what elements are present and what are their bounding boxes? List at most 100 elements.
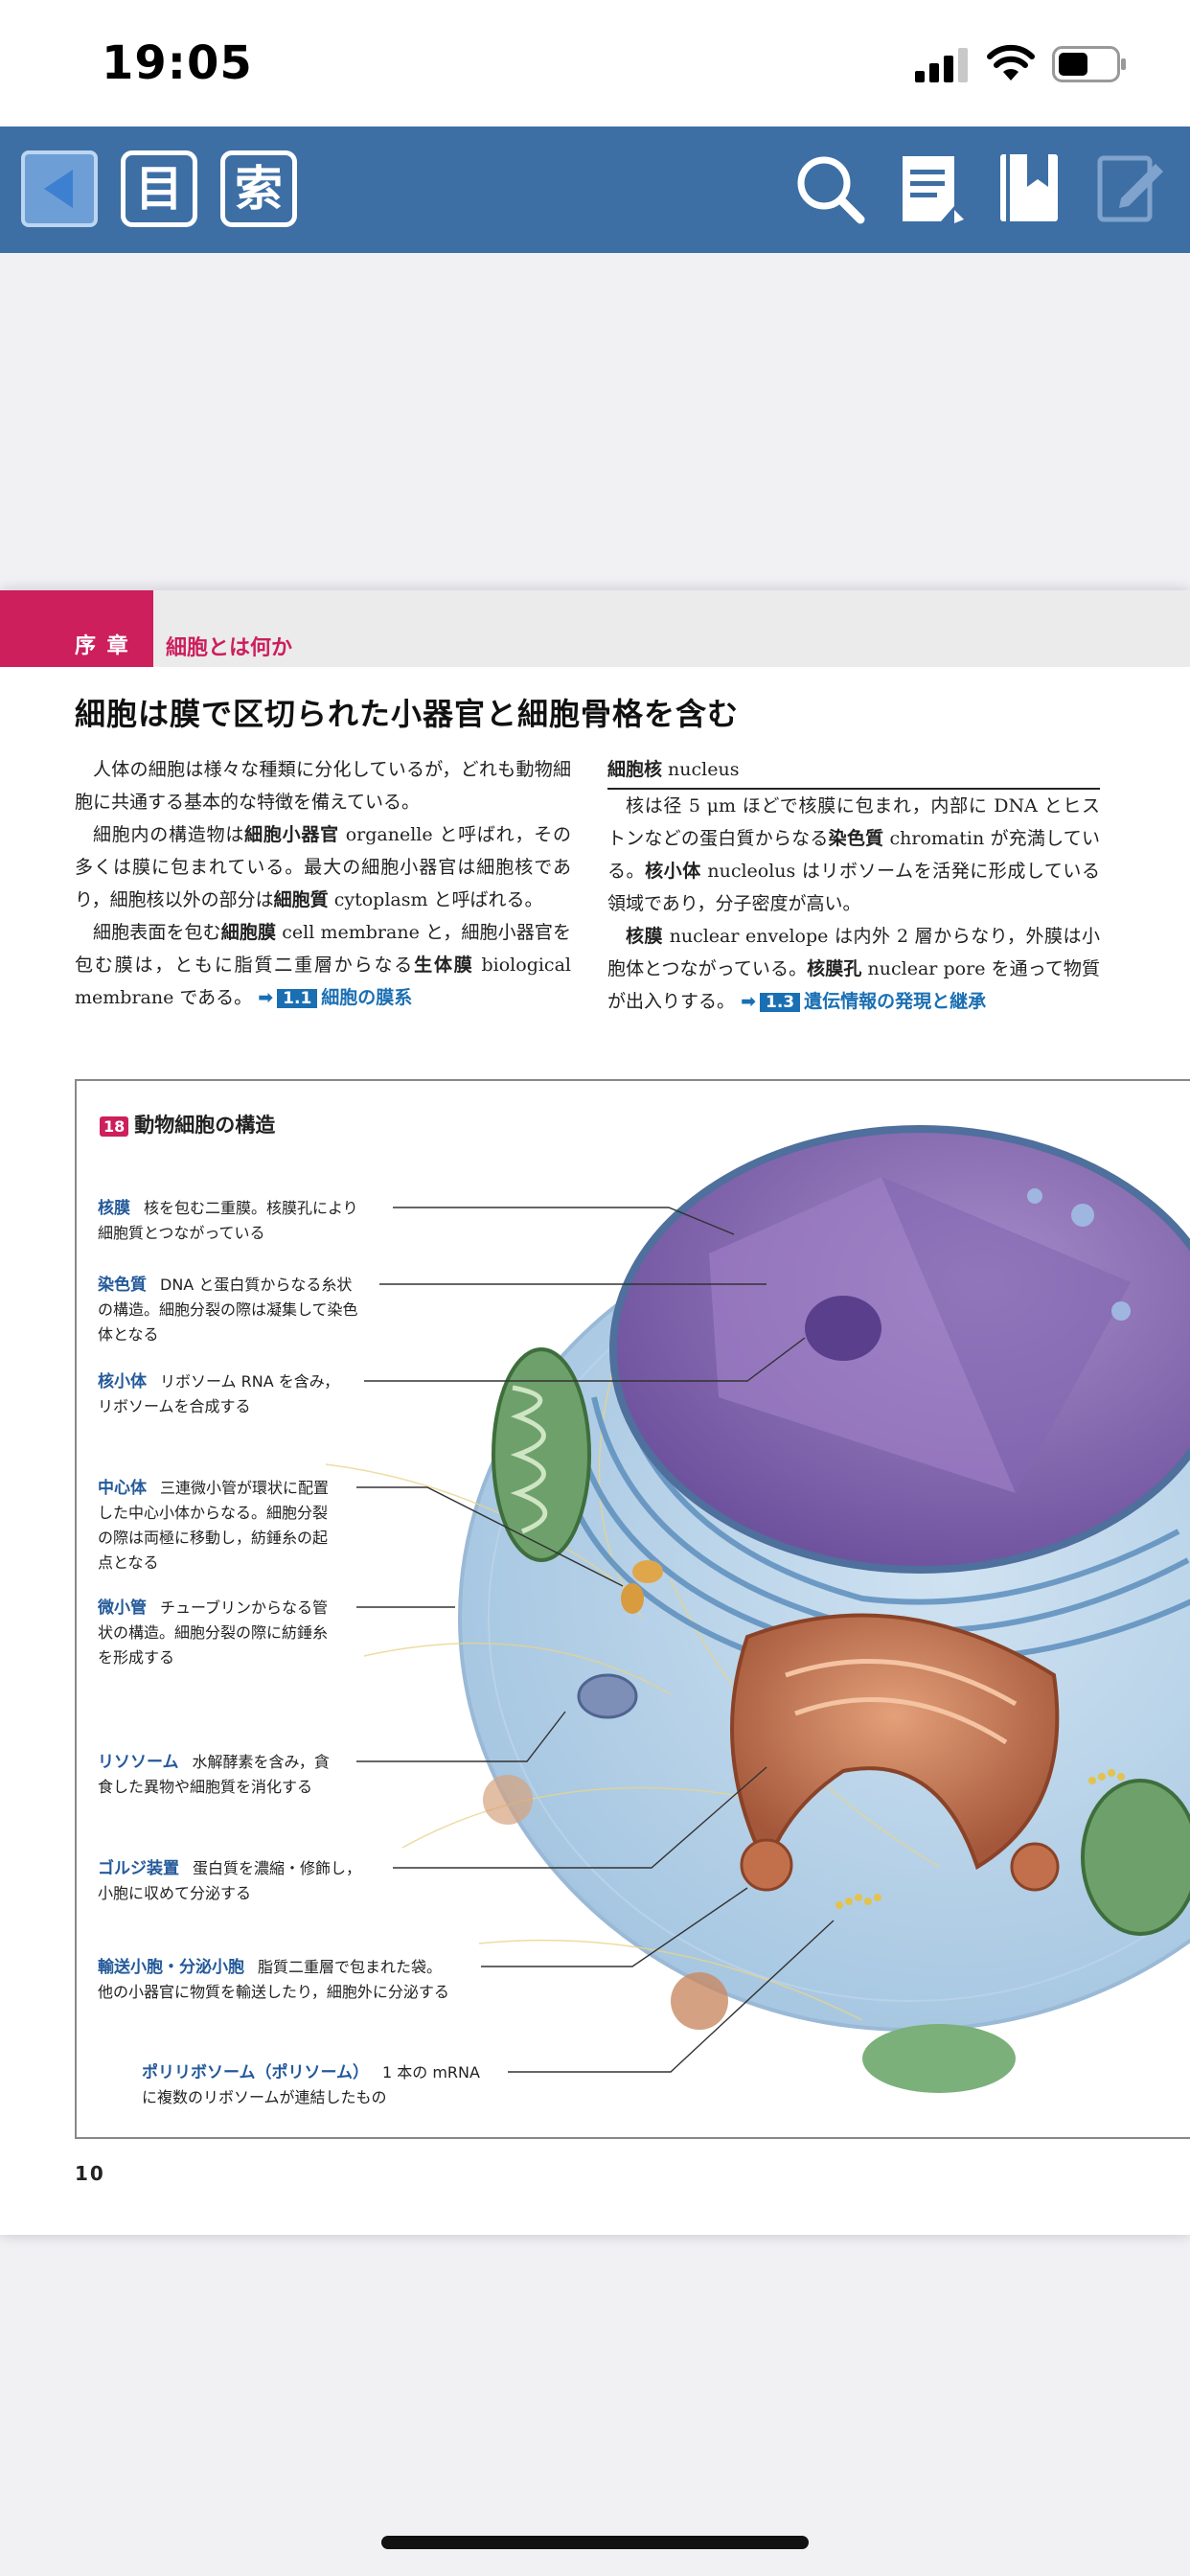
callout-text: 細胞質とつながっている <box>98 1224 265 1242</box>
chapter-label: 序 章 <box>75 634 130 658</box>
annotate-icon[interactable] <box>1092 150 1169 227</box>
callout-text: 他の小器官に物質を輸送したり，細胞外に分泌する <box>98 1983 449 2001</box>
callout-text: 脂質二重層で包まれた袋。 <box>258 1958 443 1976</box>
callout-text: 点となる <box>98 1553 159 1572</box>
index-label: 索 <box>235 161 283 217</box>
cellular-signal-icon <box>915 48 968 82</box>
callout-text: 小胞に収めて分泌する <box>98 1884 252 1902</box>
callout-nuclear-envelope: 核膜核を包む二重膜。核膜孔により細胞質とつながっている <box>98 1196 385 1246</box>
xref-text: 細胞の膜系 <box>321 987 413 1008</box>
text: cytoplasm と呼ばれる。 <box>328 889 543 910</box>
section-heading: 細胞は膜で区切られた小器官と細胞骨格を含む <box>75 696 740 732</box>
callout-text: 蛋白質を濃縮・修飾し， <box>193 1859 362 1877</box>
callout-term: 核膜 <box>98 1199 130 1218</box>
page-number: 10 <box>75 2162 105 2185</box>
callout-text: した中心小体からなる。細胞分裂 <box>98 1504 329 1522</box>
text: organelle と呼ばれ，その多くは膜に包まれている。最大の細胞小器官は細胞… <box>75 824 571 910</box>
callout-text: の構造。細胞分裂の際は凝集して染色 <box>98 1300 358 1319</box>
callout-lysosome: リソソーム水解酵素を含み，貪食した異物や細胞質を消化する <box>98 1750 385 1800</box>
term-organelle: 細胞小器官 <box>244 824 339 845</box>
xref-number: 1.1 <box>277 989 318 1008</box>
callout-text: に複数のリボソームが連結したもの <box>142 2088 387 2106</box>
callout-leader-lines <box>356 1207 835 2073</box>
subhead-jp: 細胞核 <box>607 759 663 780</box>
left-column: 人体の細胞は様々な種類に分化しているが，どれも動物細胞に共通する基本的な特徴を備… <box>75 753 571 1015</box>
battery-icon <box>1052 46 1126 82</box>
callout-term: 染色質 <box>98 1276 147 1295</box>
status-bar: 19:05 <box>0 0 1190 126</box>
callout-golgi: ゴルジ装置蛋白質を濃縮・修飾し， 小胞に収めて分泌する <box>98 1856 404 1906</box>
callout-text: DNA と蛋白質からなる糸状 <box>160 1276 353 1294</box>
subheading-nucleus: 細胞核 nucleus <box>607 753 1100 790</box>
golgi-apparatus-shape <box>730 1613 1060 1873</box>
text: cell membrane と，細胞小器官を包む膜は，ともに脂質二重層からなる <box>75 922 571 976</box>
callout-vesicles: 輸送小胞・分泌小胞脂質二重層で包まれた袋。他の小器官に物質を輸送したり，細胞外に… <box>98 1955 500 2005</box>
mitochondrion-shape <box>492 1347 591 1562</box>
reader-toolbar: 目 索 <box>0 126 1190 253</box>
callout-term: 輸送小胞・分泌小胞 <box>98 1958 244 1977</box>
back-button[interactable] <box>21 150 98 227</box>
term-nucleolus: 核小体 <box>645 861 701 882</box>
callout-nucleolus: 核小体リボソーム RNA を含み，リボソームを合成する <box>98 1369 385 1419</box>
toc-icon: 目 <box>135 161 183 217</box>
nucleolus-shape <box>805 1296 881 1361</box>
subhead-en: nucleus <box>662 759 740 780</box>
callout-term: ゴルジ装置 <box>98 1859 179 1878</box>
bookmark-icon[interactable] <box>993 150 1069 227</box>
figure-title-text: 動物細胞の構造 <box>134 1114 276 1137</box>
callout-text: チューブリンからなる管 <box>160 1598 329 1617</box>
back-triangle-icon <box>44 170 73 208</box>
text: biological membrane である。 <box>75 954 571 1008</box>
chapter-tab: 序 章 <box>0 590 153 667</box>
paragraph-nucleus-2: 核膜 nuclear envelope は内外 2 層からなり，外膜は小胞体とつ… <box>607 920 1100 1019</box>
chapter-header: 序 章 細胞とは何か <box>0 590 1190 667</box>
callout-text: 体となる <box>98 1325 159 1344</box>
toc-label: 目 <box>135 161 183 217</box>
paragraph-3: 細胞表面を包む細胞膜 cell membrane と，細胞小器官を包む膜は，とも… <box>75 916 571 1015</box>
wifi-icon <box>987 44 1035 80</box>
paragraph-1: 人体の細胞は様々な種類に分化しているが，どれも動物細胞に共通する基本的な特徴を備… <box>75 759 571 813</box>
paragraph-2: 細胞内の構造物は細胞小器官 organelle と呼ばれ，その多くは膜に包まれて… <box>75 818 571 916</box>
term-biological-membrane: 生体膜 <box>414 954 474 976</box>
callout-text: リボソーム RNA を含み， <box>160 1372 340 1391</box>
text: nucleolus はリボソームを活発に形成している領域であり，分子密度が高い。 <box>607 861 1100 914</box>
callout-chromatin: 染色質 DNA と蛋白質からなる糸状の構造。細胞分裂の際は凝集して染色体となる <box>98 1273 385 1347</box>
animal-cell-illustration <box>325 1125 1190 2093</box>
callout-term: リソソーム <box>98 1753 179 1772</box>
home-indicator[interactable] <box>381 2536 809 2549</box>
callout-term: 微小管 <box>98 1598 147 1618</box>
search-icon[interactable] <box>791 150 868 227</box>
arrow-icon: ➡ <box>258 987 274 1008</box>
callout-text: 食した異物や細胞質を消化する <box>98 1778 313 1796</box>
callout-text: 1 本の mRNA <box>381 2063 480 2082</box>
text: chromatin が充満している。 <box>607 828 1100 882</box>
index-icon: 索 <box>235 161 283 217</box>
term-nuclear-envelope: 核膜 <box>626 926 664 947</box>
figure-number: 18 <box>100 1116 129 1137</box>
xref-text: 遺伝情報の発現と継承 <box>804 991 987 1012</box>
index-button[interactable]: 索 <box>220 150 297 227</box>
callout-text: 三連微小管が環状に配置 <box>160 1479 330 1497</box>
lysosome-shape <box>577 1673 638 1719</box>
status-time: 19:05 <box>102 36 253 90</box>
table-of-contents-button[interactable]: 目 <box>121 150 197 227</box>
text: nuclear envelope は内外 2 層からなり，外膜は小胞体とつながっ… <box>607 926 1100 979</box>
callout-text: の際は両極に移動し，紡錘糸の起 <box>98 1529 329 1547</box>
book-page: 序 章 細胞とは何か 細胞は膜で区切られた小器官と細胞骨格を含む 人体の細胞は様… <box>0 590 1190 2235</box>
paragraph-nucleus-1: 核は径 5 μm ほどで核膜に包まれ，内部に DNA とヒストンなどの蛋白質から… <box>607 790 1100 920</box>
right-column: 細胞核 nucleus 核は径 5 μm ほどで核膜に包まれ，内部に DNA と… <box>607 753 1100 1019</box>
term-cytoplasm: 細胞質 <box>273 889 329 910</box>
memo-icon[interactable] <box>893 150 970 227</box>
callout-text: リボソームを合成する <box>98 1397 251 1415</box>
xref-number: 1.3 <box>759 993 801 1012</box>
callout-text: 状の構造。細胞分裂の際に紡錘糸 <box>98 1623 329 1642</box>
text: 核は径 5 μm ほどで核膜に包まれ，内部に DNA とヒストンなどの蛋白質から… <box>607 795 1100 849</box>
callout-text: を形成する <box>98 1648 175 1667</box>
text: nuclear pore を通って物質が出入りする。 <box>607 958 1100 1012</box>
term-nuclear-pore: 核膜孔 <box>807 958 862 979</box>
callout-term: ポリリボソーム（ポリソーム） <box>142 2063 369 2082</box>
